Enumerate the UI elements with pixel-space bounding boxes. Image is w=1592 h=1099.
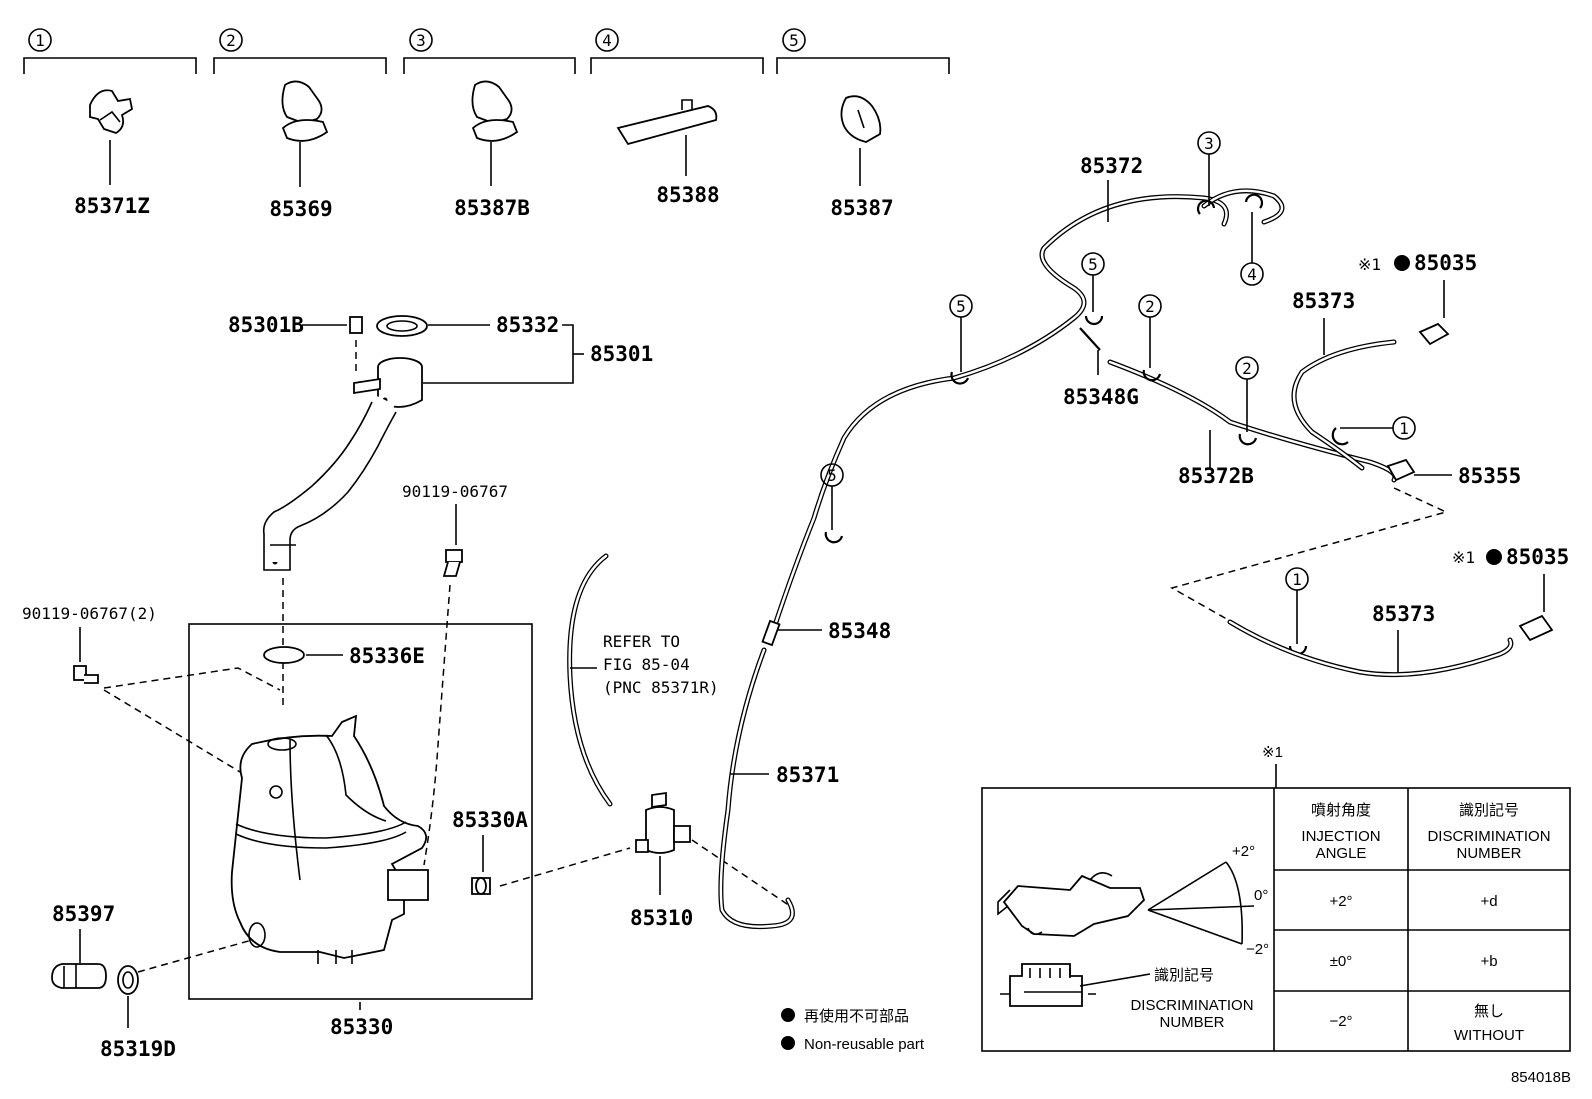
tank-assembly: 85336E 85330 bbox=[188, 623, 533, 1039]
disc-label-en-2: NUMBER bbox=[1159, 1014, 1224, 1031]
row2-disc: +b bbox=[1480, 953, 1497, 970]
part-label-85373-a: 85373 bbox=[1292, 289, 1355, 313]
header-disc-jp: 識別記号 bbox=[1459, 802, 1519, 819]
refer-hose: REFER TO FIG 85-04 (PNC 85371R) bbox=[567, 553, 719, 807]
part-label-85387: 85387 bbox=[830, 196, 893, 220]
part-label-85369: 85369 bbox=[269, 197, 332, 221]
part-label-85371: 85371 bbox=[776, 763, 839, 787]
clip-group-2: 2 85369 bbox=[213, 28, 387, 221]
legend-jp: 再使用不可部品 bbox=[804, 1008, 909, 1025]
clip-index-4: 4 bbox=[602, 31, 612, 50]
hose-callouts: 3 4 5 5 5 2 2 1 1 bbox=[820, 131, 1416, 656]
figure-id: 854018B bbox=[1511, 1069, 1571, 1086]
row1-disc: +d bbox=[1480, 893, 1497, 910]
part-label-85372B: 85372B bbox=[1178, 464, 1254, 488]
callout-4: 4 bbox=[1247, 265, 1257, 284]
callout-5-a: 5 bbox=[1088, 255, 1098, 274]
part-label-85301B: 85301B bbox=[228, 313, 304, 337]
injection-angle-table: ※1 噴射角度 INJECTION ANGLE 識別記号 DISCRIMINAT… bbox=[981, 744, 1571, 1052]
part-label-85330: 85330 bbox=[330, 1015, 393, 1039]
disc-label-jp: 識別記号 bbox=[1154, 967, 1214, 984]
header-angle-en-2: ANGLE bbox=[1316, 845, 1367, 862]
screw-90119: 90119-06767 bbox=[402, 482, 508, 866]
clip-index-5: 5 bbox=[789, 31, 799, 50]
callout-1-a: 1 bbox=[1399, 419, 1409, 438]
clip-group-1: 1 85371Z bbox=[23, 28, 197, 218]
part-label-85319D: 85319D bbox=[100, 1037, 176, 1061]
clip-index-1: 1 bbox=[35, 31, 45, 50]
header-disc-en-1: DISCRIMINATION bbox=[1427, 828, 1550, 845]
angle-minus2: −2° bbox=[1246, 941, 1269, 958]
clip-index-3: 3 bbox=[416, 31, 426, 50]
row1-angle: +2° bbox=[1329, 893, 1352, 910]
legend: 再使用不可部品 Non-reusable part bbox=[781, 1008, 925, 1053]
part-label-85035-b: 85035 bbox=[1506, 545, 1569, 569]
note-mark-b: ※1 bbox=[1452, 548, 1475, 567]
row2-angle: ±0° bbox=[1330, 953, 1353, 970]
pump-85310: 85310 bbox=[630, 791, 791, 930]
callout-2-a: 2 bbox=[1145, 297, 1155, 316]
callout-5-c: 5 bbox=[827, 466, 837, 485]
disc-label-en-1: DISCRIMINATION bbox=[1130, 997, 1253, 1014]
level-sensor: 85397 85319D bbox=[51, 902, 253, 1061]
refer-line-2: FIG 85-04 bbox=[603, 655, 690, 674]
part-label-85371Z: 85371Z bbox=[74, 194, 150, 218]
callout-3: 3 bbox=[1204, 134, 1214, 153]
part-label-90119-06767: 90119-06767 bbox=[402, 482, 508, 501]
refer-line-3: (PNC 85371R) bbox=[603, 678, 719, 697]
part-label-85301: 85301 bbox=[590, 342, 653, 366]
screw-90119-x2: 90119-06767(2) bbox=[22, 604, 281, 791]
angle-0: 0° bbox=[1254, 887, 1268, 904]
callout-2-b: 2 bbox=[1242, 359, 1252, 378]
note-mark-a: ※1 bbox=[1358, 255, 1381, 274]
part-label-85388: 85388 bbox=[656, 183, 719, 207]
refer-line-1: REFER TO bbox=[603, 632, 680, 651]
part-label-85355: 85355 bbox=[1458, 464, 1521, 488]
part-label-85372: 85372 bbox=[1080, 154, 1143, 178]
part-label-85332: 85332 bbox=[496, 313, 559, 337]
hose-85373-lower: ※1 85035 85373 bbox=[1227, 545, 1569, 678]
header-angle-en-1: INJECTION bbox=[1301, 828, 1380, 845]
clip-index-2: 2 bbox=[226, 31, 236, 50]
hose-85372: 85372 85348G 85372B 85355 bbox=[951, 154, 1521, 488]
part-label-85387B: 85387B bbox=[454, 196, 530, 220]
row3-disc-jp: 無し bbox=[1474, 1003, 1504, 1020]
callout-1-b: 1 bbox=[1292, 570, 1302, 589]
clip-group-4: 4 85388 bbox=[590, 28, 764, 207]
part-label-85310: 85310 bbox=[630, 906, 693, 930]
row3-angle: −2° bbox=[1329, 1013, 1352, 1030]
assembly-link-line bbox=[1170, 487, 1449, 623]
part-label-85397: 85397 bbox=[52, 902, 115, 926]
part-label-85348: 85348 bbox=[828, 619, 891, 643]
clip-group-3: 3 85387B bbox=[403, 28, 576, 220]
angle-plus2: +2° bbox=[1232, 843, 1255, 860]
part-label-85348G: 85348G bbox=[1063, 385, 1139, 409]
grommet-85330A: 85330A bbox=[452, 808, 631, 895]
part-label-85035-a: 85035 bbox=[1414, 251, 1477, 275]
part-label-85336E: 85336E bbox=[349, 644, 425, 668]
legend-en: Non-reusable part bbox=[804, 1036, 925, 1053]
part-label-90119-06767-2: 90119-06767(2) bbox=[22, 604, 157, 623]
hose-85373-upper: ※1 85035 85373 bbox=[1291, 251, 1477, 471]
filler-assembly: 85301B 85332 85301 bbox=[228, 313, 653, 705]
part-label-85373-b: 85373 bbox=[1372, 602, 1435, 626]
header-angle-jp: 噴射角度 bbox=[1311, 802, 1371, 819]
hose-85371: 85371 85348 bbox=[718, 375, 957, 930]
part-label-85330A: 85330A bbox=[452, 808, 528, 832]
header-disc-en-2: NUMBER bbox=[1456, 845, 1521, 862]
callout-5-b: 5 bbox=[956, 297, 966, 316]
clip-group-5: 5 85387 bbox=[776, 28, 950, 220]
row3-disc-en: WITHOUT bbox=[1454, 1027, 1524, 1044]
table-mark: ※1 bbox=[1262, 744, 1283, 761]
